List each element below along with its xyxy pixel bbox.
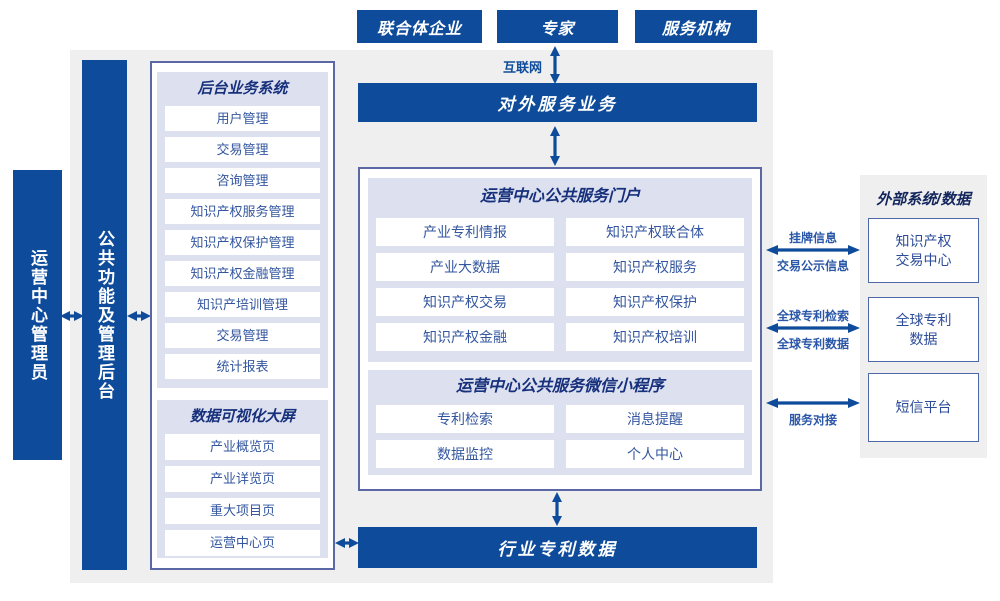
internet-label: 互联网 <box>502 60 542 75</box>
backend-item-statistics: 统计报表 <box>165 354 320 379</box>
backend-item-ip-training-mgmt: 知识产培训管理 <box>165 292 320 317</box>
miniprogram-item-patent-search: 专利检索 <box>376 405 554 433</box>
portal-item-ip-protection: 知识产权保护 <box>566 288 744 316</box>
wechat-miniprogram-panel: 运营中心公共服务微信小程序 专利检索 消息提醒 数据监控 个人中心 <box>368 370 752 475</box>
link-label-service-docking: 服务对接 <box>788 413 837 427</box>
portal-item-ip-trade: 知识产权交易 <box>376 288 554 316</box>
global-patent-link-arrow <box>766 323 860 333</box>
backend-business-system-panel: 后台业务系统 用户管理 交易管理 咨询管理 知识产权服务管理 知识产权保护管理 … <box>157 72 328 388</box>
dataviz-item-industry-overview: 产业概览页 <box>165 434 320 460</box>
internet-vertical-arrow <box>550 46 560 84</box>
public-functions-backend-bar: 公共功能及管理后台 <box>82 60 127 570</box>
external-system-line: 知识产权 <box>895 232 952 249</box>
link-label-listing-info: 挂牌信息 <box>788 231 837 245</box>
dataviz-item-operation-center: 运营中心页 <box>165 530 320 556</box>
external-system-sms-platform: 短信平台 <box>868 373 979 442</box>
miniprogram-item-personal-center: 个人中心 <box>566 440 744 468</box>
operation-center-admin-bar: 运营中心管理员 <box>13 170 62 460</box>
portal-item-ip-consortium: 知识产权联合体 <box>566 218 744 246</box>
external-system-ip-trade-center: 知识产权 交易中心 <box>868 218 979 283</box>
dataviz-to-patent-data-arrow <box>335 538 359 548</box>
dataviz-item-industry-detail: 产业详览页 <box>165 466 320 492</box>
admin-modules-box: 后台业务系统 用户管理 交易管理 咨询管理 知识产权服务管理 知识产权保护管理 … <box>150 61 335 570</box>
portal-item-ip-finance: 知识产权金融 <box>376 323 554 351</box>
external-system-global-patent-data: 全球专利 数据 <box>868 297 979 362</box>
sms-platform-link-arrow <box>766 398 860 408</box>
dataviz-item-major-projects: 重大项目页 <box>165 498 320 524</box>
link-label-trade-publicity-info: 交易公示信息 <box>776 259 849 273</box>
backend-item-ip-finance-mgmt: 知识产权金融管理 <box>165 261 320 286</box>
actor-experts: 专家 <box>497 10 618 43</box>
portal-to-patent-data-arrow <box>552 492 562 526</box>
backend-to-modules-arrow <box>127 311 151 321</box>
external-service-bar: 对外服务业务 <box>358 83 757 122</box>
admin-to-backend-arrow <box>60 311 84 321</box>
backend-item-user-mgmt: 用户管理 <box>165 106 320 131</box>
actor-service-organizations: 服务机构 <box>635 10 757 43</box>
portal-item-industry-bigdata: 产业大数据 <box>376 253 554 281</box>
portal-item-ip-service: 知识产权服务 <box>566 253 744 281</box>
backend-item-ip-protection-mgmt: 知识产权保护管理 <box>165 230 320 255</box>
link-label-global-patent-search: 全球专利检索 <box>776 309 849 323</box>
data-visualization-panel: 数据可视化大屏 产业概览页 产业详览页 重大项目页 运营中心页 <box>157 400 328 558</box>
public-service-portal-panel: 运营中心公共服务门户 产业专利情报 知识产权联合体 产业大数据 知识产权服务 知… <box>368 178 752 362</box>
ip-trade-center-link-arrow <box>766 245 860 255</box>
backend-business-system-title: 后台业务系统 <box>197 80 288 97</box>
external-system-line: 全球专利 <box>895 311 952 328</box>
link-label-global-patent-data: 全球专利数据 <box>776 337 849 351</box>
portal-item-industry-patent-intel: 产业专利情报 <box>376 218 554 246</box>
backend-item-ip-service-mgmt: 知识产权服务管理 <box>165 199 320 224</box>
industry-patent-data-bar: 行业专利数据 <box>358 527 757 568</box>
portal-item-ip-training: 知识产权培训 <box>566 323 744 351</box>
external-systems-title: 外部系统/数据 <box>876 191 971 208</box>
operation-center-box: 运营中心公共服务门户 产业专利情报 知识产权联合体 产业大数据 知识产权服务 知… <box>358 167 762 491</box>
miniprogram-item-data-monitor: 数据监控 <box>376 440 554 468</box>
wechat-miniprogram-title: 运营中心公共服务微信小程序 <box>455 378 664 395</box>
backend-item-trade-mgmt-2: 交易管理 <box>165 323 320 348</box>
data-visualization-title: 数据可视化大屏 <box>189 408 295 425</box>
external-system-line: 数据 <box>909 330 938 347</box>
external-system-line: 交易中心 <box>895 251 952 268</box>
backend-item-consult-mgmt: 咨询管理 <box>165 168 320 193</box>
miniprogram-item-message-alert: 消息提醒 <box>566 405 744 433</box>
public-service-portal-title: 运营中心公共服务门户 <box>479 188 640 205</box>
external-systems-panel: 外部系统/数据 知识产权 交易中心 全球专利 数据 短信平台 <box>860 175 987 458</box>
bar-to-portal-arrow <box>550 126 560 166</box>
actor-consortium-enterprises: 联合体企业 <box>357 10 482 43</box>
backend-item-trade-mgmt: 交易管理 <box>165 137 320 162</box>
external-system-line: 短信平台 <box>895 399 952 416</box>
